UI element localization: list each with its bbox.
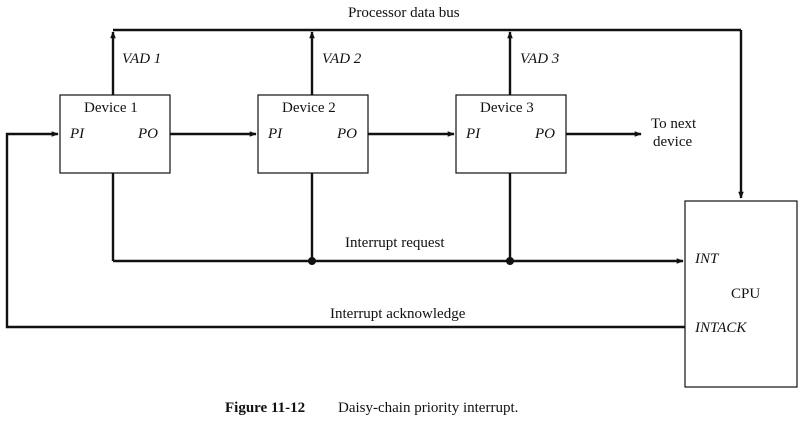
- vad-2-label: VAD 2: [322, 51, 362, 67]
- device-2-name: Device 2: [282, 100, 336, 116]
- junction-dot-3: [506, 257, 514, 265]
- device-3-pi: PI: [465, 126, 481, 142]
- junction-dot-2: [308, 257, 316, 265]
- device-3-box: [455, 94, 567, 174]
- vad-1-label: VAD 1: [122, 51, 161, 67]
- next-device-label-2: device: [653, 134, 692, 150]
- vad-3-label: VAD 3: [520, 51, 559, 67]
- figure-caption-text: Daisy-chain priority interrupt.: [338, 400, 518, 416]
- device-1-po: PO: [137, 126, 158, 142]
- device-1-pi: PI: [69, 126, 85, 142]
- interrupt-acknowledge-line: [5, 131, 685, 329]
- device-2-pi: PI: [267, 126, 283, 142]
- cpu-box: [684, 200, 798, 388]
- data-bus-label: Processor data bus: [348, 5, 460, 21]
- cpu-intack-label: INTACK: [694, 320, 747, 336]
- interrupt-request-label: Interrupt request: [345, 235, 445, 251]
- device-3-name: Device 3: [480, 100, 534, 116]
- interrupt-acknowledge-label: Interrupt acknowledge: [330, 306, 466, 322]
- cpu-label: CPU: [731, 286, 760, 302]
- next-device-label-1: To next: [651, 116, 697, 132]
- device-2-po: PO: [336, 126, 357, 142]
- device-3-po: PO: [534, 126, 555, 142]
- figure-caption-number: Figure 11-12: [225, 400, 305, 416]
- device-1-name: Device 1: [84, 100, 138, 116]
- cpu-int-label: INT: [694, 251, 720, 267]
- device-1-box: [59, 94, 171, 174]
